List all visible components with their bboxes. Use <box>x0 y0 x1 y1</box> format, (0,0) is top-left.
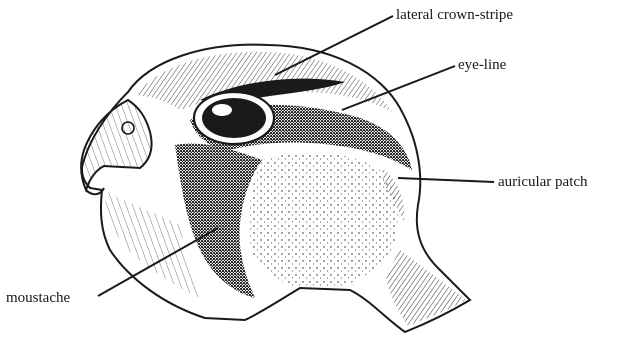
eye-highlight <box>212 104 232 116</box>
leader-auricular-patch <box>398 178 494 182</box>
cheek <box>249 153 398 290</box>
label-moustache: moustache <box>6 291 70 306</box>
label-eye-line: eye-line <box>458 58 506 73</box>
label-lateral-crown-stripe: lateral crown-stripe <box>396 8 513 23</box>
nape-feathers <box>386 250 466 326</box>
eye-pupil <box>202 98 266 138</box>
label-auricular-patch: auricular patch <box>498 175 588 190</box>
beak <box>81 100 151 190</box>
